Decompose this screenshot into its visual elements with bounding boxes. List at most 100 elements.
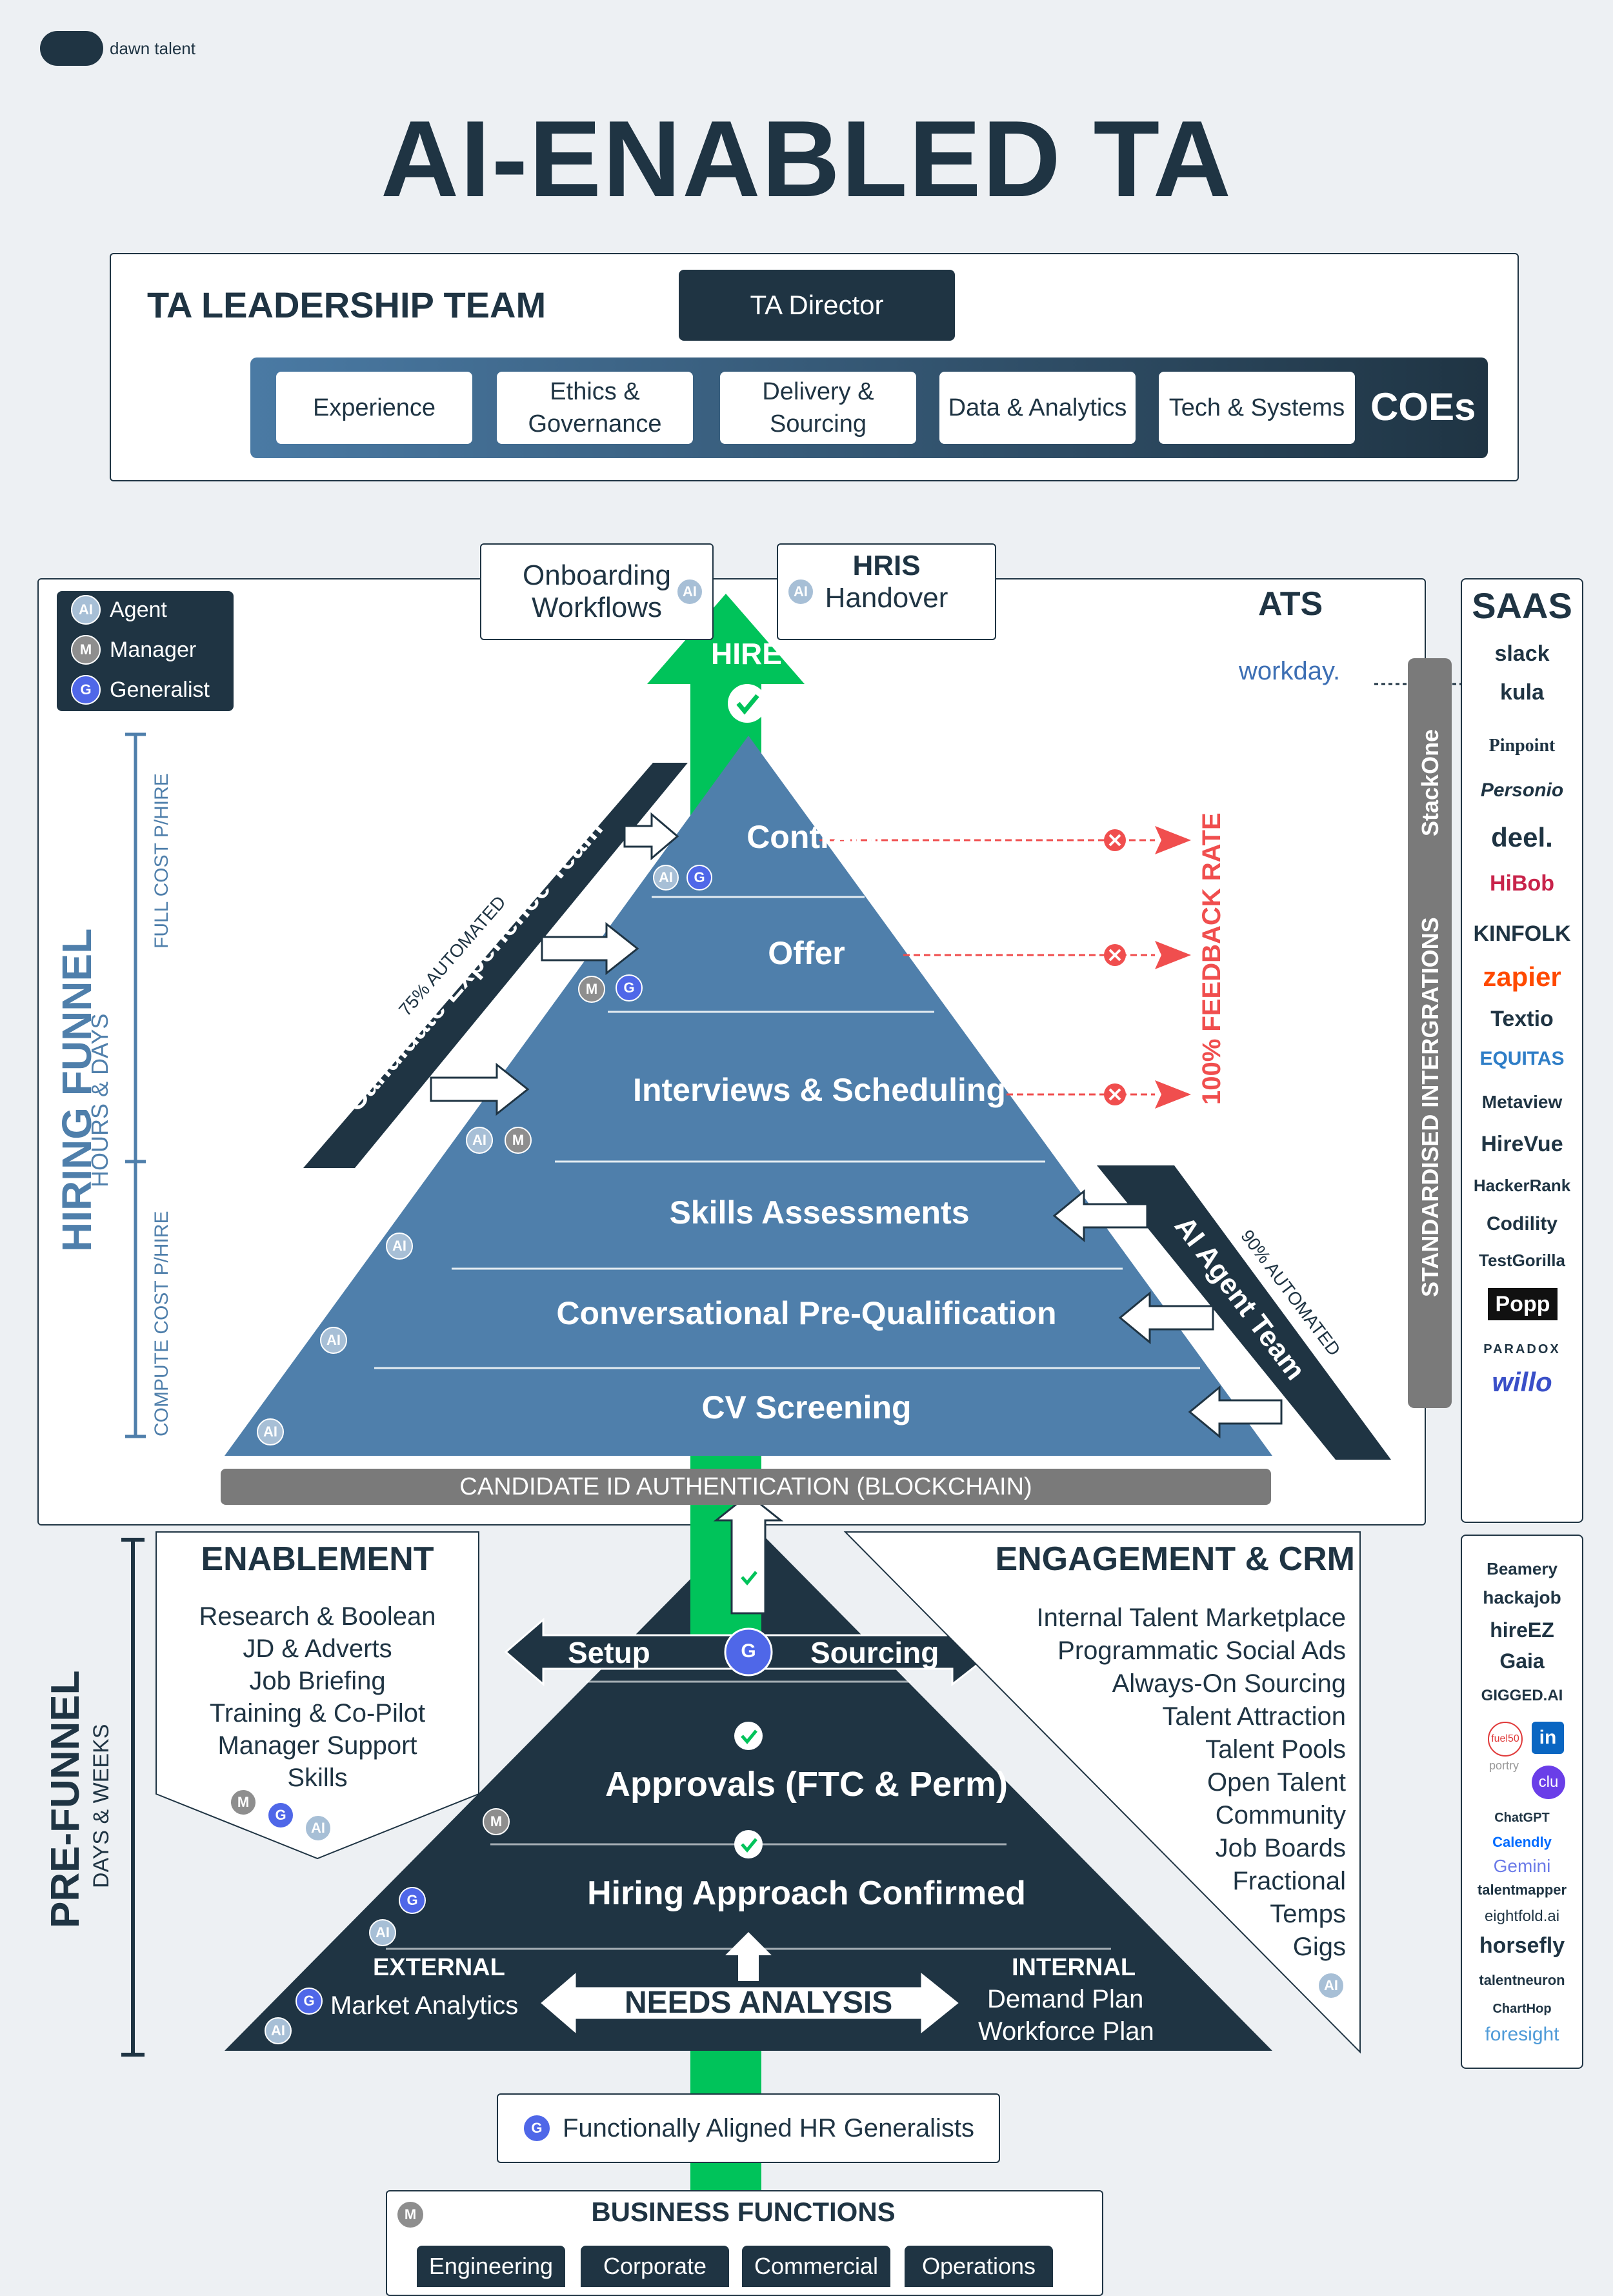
stackone-label: StackOne [1417, 729, 1443, 836]
engagement-box [843, 1531, 1361, 2054]
generalist-badge: G [296, 1988, 323, 2015]
function-commercial: Commercial [742, 2246, 890, 2287]
feedback-rate-label: 100% FEEDBACK RATE [1197, 812, 1226, 1105]
enablement-item: Skills [287, 1764, 348, 1792]
tool-clu: clu [1532, 1766, 1565, 1799]
tool-eightfold: eightfold.ai [1484, 1908, 1560, 1925]
needs-analysis-arrow [537, 1968, 962, 2038]
engagement-item: Community [1215, 1801, 1346, 1829]
internal-label: INTERNAL [1012, 1954, 1136, 1981]
enablement-item: Research & Boolean [199, 1602, 436, 1631]
enablement-list: Research & Boolean JD & Adverts Job Brie… [156, 1600, 479, 1794]
tool-hackajob: hackajob [1483, 1587, 1561, 1607]
engagement-item: Internal Talent Marketplace [1036, 1604, 1346, 1632]
tool-paradox: PARADOX [1483, 1342, 1561, 1356]
ai-badge: AI [653, 865, 679, 891]
tool-fuel50: fuel50 [1488, 1722, 1523, 1757]
logo-mark [40, 31, 103, 66]
stage-contract: Contract [746, 819, 879, 855]
generalist-badge: G [267, 1802, 294, 1829]
generalist-badge: G [686, 865, 712, 891]
stage-offer: Offer [768, 935, 845, 971]
pre-funnel-sub: DAYS & WEEKS [89, 1724, 114, 1888]
generalists-box: G Functionally Aligned HR Generalists [497, 2093, 1000, 2163]
function-engineering: Engineering [417, 2246, 565, 2287]
ai-badge: AI [787, 578, 814, 605]
stage-cv: CV Screening [701, 1389, 912, 1425]
generalist-center-label: G [741, 1640, 756, 1662]
ai-badge: AI [265, 2017, 292, 2044]
tool-kula: kula [1499, 680, 1545, 705]
workforce-plan-label: Workforce Plan [978, 2017, 1154, 2046]
tool-foresight: foresight [1485, 2024, 1559, 2045]
tool-personio: Personio [1480, 780, 1564, 801]
engagement-item: Job Boards [1215, 1834, 1346, 1862]
saas-title: SAAS [1472, 585, 1572, 626]
tool-gaia: Gaia [1499, 1649, 1545, 1673]
tool-pontry: portry [1488, 1759, 1519, 1772]
tool-gemini: Gemini [1493, 1856, 1551, 1876]
ai-badge: AI [305, 1815, 332, 1842]
tool-talentmapper: talentmapper [1477, 1882, 1567, 1898]
hiring-pyramid [225, 736, 1272, 1456]
stage-prequal: Conversational Pre-Qualification [556, 1295, 1057, 1331]
hire-check-circle [728, 684, 766, 723]
enablement-item: JD & Adverts [243, 1635, 392, 1663]
needs-analysis-label: NEEDS ANALYSIS [625, 1986, 893, 2020]
onboarding-callout: Onboarding Workflows [480, 543, 714, 640]
integrations-label: STANDARDISED INTERGRATIONS [1417, 917, 1443, 1297]
demand-plan-label: Demand Plan [987, 1985, 1144, 2013]
ats-label: ATS [1258, 585, 1323, 623]
enablement-item: Job Briefing [249, 1667, 386, 1695]
sourcing-label: Sourcing [810, 1636, 939, 1669]
tool-equitas: EQUITAS [1479, 1048, 1565, 1069]
saas-panel [1461, 578, 1583, 1523]
candidate-id-authentication: CANDIDATE ID AUTHENTICATION (BLOCKCHAIN) [221, 1469, 1271, 1505]
external-label: EXTERNAL [373, 1954, 505, 1981]
tool-metaview: Metaview [1481, 1092, 1563, 1112]
function-corporate: Corporate [581, 2246, 729, 2287]
ai-badge: AI [1317, 1972, 1345, 1999]
enablement-item: Training & Co-Pilot [209, 1699, 426, 1727]
setup-label: Setup [568, 1636, 650, 1669]
ai-badge: AI [386, 1233, 413, 1260]
enablement-item: Manager Support [217, 1731, 417, 1760]
generalist-badge: G [616, 974, 643, 1002]
brand-logo: dawn talent [40, 31, 195, 66]
stage-interviews: Interviews & Scheduling [633, 1072, 1006, 1108]
manager-badge: M [578, 976, 605, 1003]
engagement-item: Talent Pools [1205, 1735, 1346, 1764]
check-icon [736, 694, 759, 715]
tool-horsefly: horsefly [1479, 1933, 1565, 1958]
tool-beamery: Beamery [1487, 1559, 1558, 1578]
coe-tech: Tech & Systems [1159, 372, 1355, 444]
engagement-item: Open Talent [1207, 1768, 1346, 1797]
page-title: AI-ENABLED TA [380, 98, 1233, 219]
stage-skills: Skills Assessments [669, 1194, 970, 1231]
tool-hireez: hireEZ [1490, 1618, 1554, 1642]
engagement-list: Internal Talent Marketplace Programmatic… [933, 1602, 1346, 1964]
leadership-title: TA LEADERSHIP TEAM [147, 285, 546, 325]
tool-gigged: GIGGED.AI [1481, 1687, 1563, 1704]
tool-talentneuron: talentneuron [1479, 1972, 1565, 1988]
manager-badge: M [396, 2200, 425, 2229]
manager-icon: M [71, 635, 101, 665]
full-cost-label: FULL COST P/HIRE [151, 773, 172, 949]
logo-text: dawn talent [110, 38, 195, 58]
tool-hibob: HiBob [1489, 871, 1555, 896]
ta-director-box: TA Director [679, 270, 955, 341]
engagement-item: Gigs [1292, 1933, 1346, 1961]
generalist-badge-center [724, 1627, 773, 1677]
coe-data: Data & Analytics [939, 372, 1136, 444]
approvals-label: Approvals (FTC & Perm) [605, 1765, 1008, 1804]
ai-badge: AI [466, 1127, 493, 1154]
manager-badge: M [483, 1808, 510, 1835]
coes-label: COEs [1370, 385, 1476, 428]
market-analytics-label: Market Analytics [330, 1991, 519, 2020]
tool-testgorilla: TestGorilla [1479, 1251, 1565, 1270]
tool-calendly: Calendly [1492, 1834, 1552, 1850]
enablement-title: ENABLEMENT [201, 1540, 434, 1578]
tool-hirevue: HireVue [1481, 1132, 1563, 1156]
